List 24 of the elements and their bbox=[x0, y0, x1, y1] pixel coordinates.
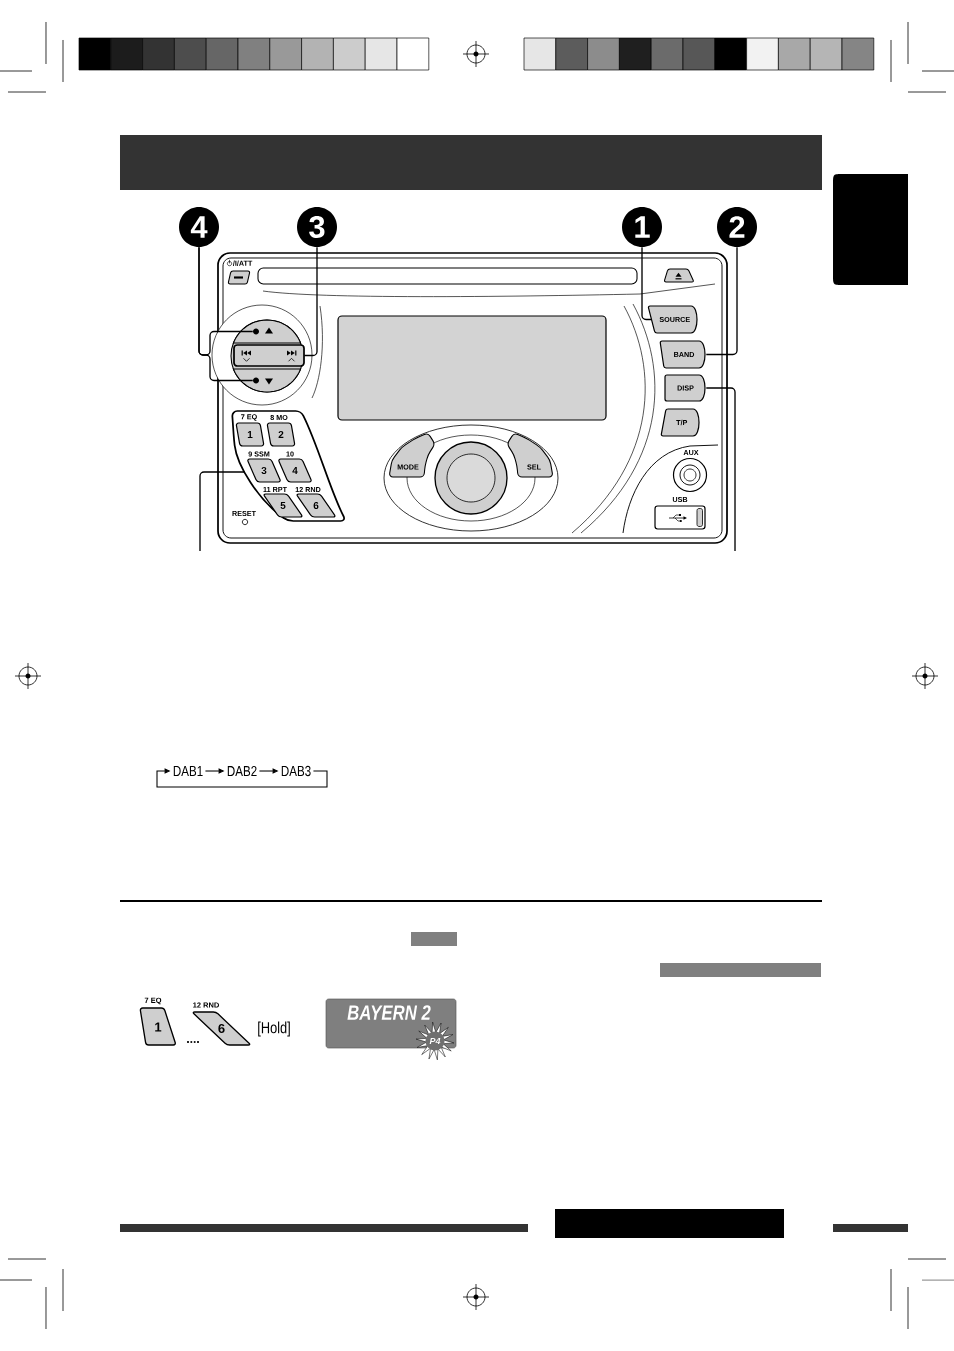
preset-burst: P4 bbox=[415, 1021, 455, 1061]
disc-slot bbox=[257, 267, 638, 285]
number-button: 4 bbox=[278, 458, 312, 483]
band-label: DAB2 bbox=[227, 765, 257, 777]
callout-number: 2 bbox=[717, 207, 757, 247]
ellipsis: .... bbox=[187, 1041, 199, 1043]
hold-note: [Hold] bbox=[258, 1021, 290, 1037]
leader-line bbox=[705, 387, 736, 552]
callout-number: 4 bbox=[179, 207, 219, 247]
leader-line bbox=[199, 471, 246, 552]
callout-number: 3 bbox=[297, 207, 337, 247]
display-screen bbox=[337, 315, 607, 421]
number-button: 5 bbox=[263, 493, 303, 518]
band-label: DAB3 bbox=[281, 765, 311, 777]
leader-line bbox=[641, 246, 652, 321]
number-button: 3 bbox=[247, 458, 281, 483]
loop-arrow bbox=[156, 768, 328, 788]
side-tab bbox=[833, 174, 908, 285]
band-label: DAB1 bbox=[173, 766, 203, 776]
leader-line bbox=[705, 246, 738, 356]
preset-button: 1 bbox=[139, 1007, 176, 1046]
callout-number: 1 bbox=[622, 207, 662, 247]
number-button: 6 bbox=[296, 493, 336, 518]
leader-line bbox=[303, 246, 318, 357]
